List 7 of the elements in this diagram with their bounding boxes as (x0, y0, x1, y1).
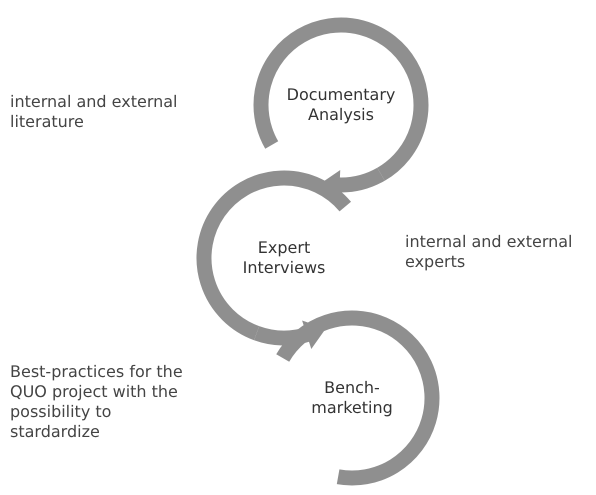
note-text: Best-practices for the QUO project with the possibility to stardardize (10, 362, 184, 442)
note-text: internal and external literature (10, 92, 178, 132)
note-text: internal and external experts (405, 232, 574, 272)
step-label: Expert Interviews (242, 238, 326, 278)
cycle-arrow (254, 320, 326, 350)
step-label: Documentary Analysis (286, 85, 396, 125)
step-label: Bench-marketing (310, 378, 394, 418)
